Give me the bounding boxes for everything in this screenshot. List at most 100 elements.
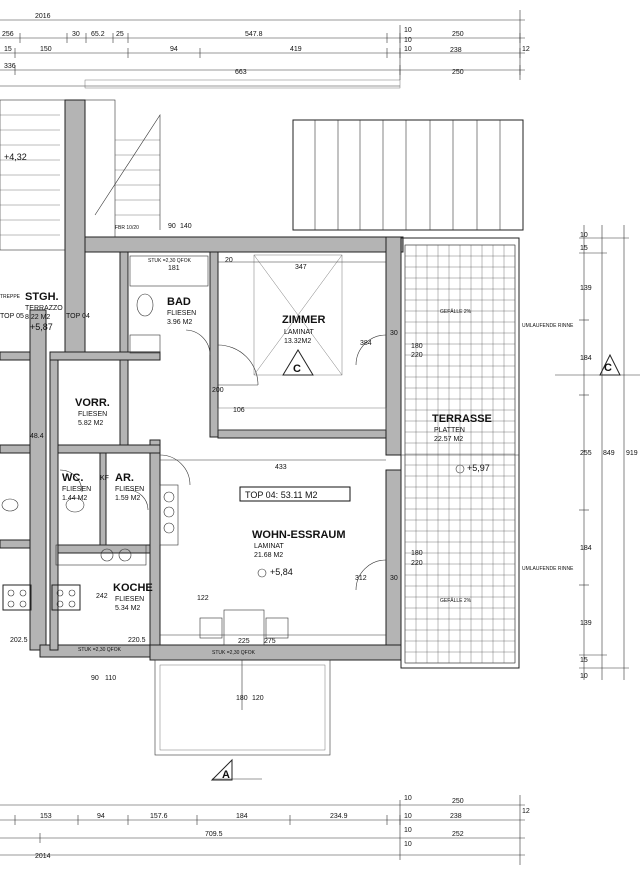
dim-i-225: 225 bbox=[238, 638, 250, 645]
dim-b-10c: 10 bbox=[404, 827, 412, 834]
dim-65-2: 65.2 bbox=[91, 31, 105, 38]
dim-r-184b: 184 bbox=[580, 545, 592, 552]
room-vorr-name: VORR. bbox=[75, 397, 110, 409]
stuk-kitchen: STUK =2,30 QFOK bbox=[78, 647, 122, 653]
dim-12: 12 bbox=[522, 46, 530, 53]
dim-i-90b: 90 bbox=[168, 223, 176, 230]
bath-fixtures bbox=[1, 255, 209, 513]
dim-b-2014: 2014 bbox=[35, 853, 51, 860]
treppe-label: TREPPE bbox=[0, 294, 21, 300]
dim-b-234: 234.9 bbox=[330, 813, 348, 820]
room-wc-name: WC. bbox=[62, 472, 83, 484]
dim-b-12: 12 bbox=[522, 808, 530, 815]
dim-94: 94 bbox=[170, 46, 178, 53]
dim-i-30: 30 bbox=[390, 330, 398, 337]
section-c-marker: C bbox=[282, 349, 314, 376]
level-terrasse: +5,97 bbox=[467, 463, 490, 473]
dim-i-202: 202.5 bbox=[10, 637, 28, 644]
dim-663: 663 bbox=[235, 69, 247, 76]
room-terrasse-area: 22.57 M2 bbox=[434, 436, 463, 443]
dim-336: 336 bbox=[4, 63, 16, 70]
room-bad: BAD FLIESEN 3.96 M2 bbox=[167, 296, 196, 326]
door-swings bbox=[59, 329, 387, 591]
gefaelle-2: GEFÄLLE 2% bbox=[440, 597, 472, 604]
dim-i-384: 384 bbox=[360, 340, 372, 347]
room-terrasse-floor: PLATTEN bbox=[434, 427, 465, 434]
dim-419: 419 bbox=[290, 46, 302, 53]
room-koche-name: KOCHE bbox=[113, 582, 153, 594]
dim-256: 256 bbox=[2, 31, 14, 38]
dim-i-30b: 30 bbox=[390, 575, 398, 582]
room-wc: WC. FLIESEN 1.44 M2 bbox=[62, 472, 91, 502]
dim-b-250: 250 bbox=[452, 798, 464, 805]
room-stgh-name: STGH. bbox=[25, 291, 59, 303]
dim-r-255: 255 bbox=[580, 450, 592, 457]
stair-core: +4,32 FBR 10/20 bbox=[0, 99, 161, 651]
umlaufende-1: UMLAUFENDE RINNE bbox=[522, 323, 574, 329]
room-vorr-area: 5.82 M2 bbox=[78, 420, 103, 427]
room-vorr-floor: FLIESEN bbox=[78, 411, 107, 418]
dim-i-200: 200 bbox=[212, 387, 224, 394]
dim-i-106: 106 bbox=[233, 407, 245, 414]
dim-r-139b: 139 bbox=[580, 620, 592, 627]
dim-i-120: 120 bbox=[252, 695, 264, 702]
dim-250b: 250 bbox=[452, 69, 464, 76]
annotations: STUK =2,30 QFOK STUK =2,30 QFOK STUK =2,… bbox=[78, 258, 574, 656]
dim-i-242: 242 bbox=[96, 593, 108, 600]
dim-i-180b: 180 bbox=[411, 550, 423, 557]
dim-b-10a: 10 bbox=[404, 795, 412, 802]
dim-b-10b: 10 bbox=[404, 813, 412, 820]
dim-i-312: 312 bbox=[355, 575, 367, 582]
dim-r-849: 849 bbox=[603, 450, 615, 457]
dim-i-180a: 180 bbox=[411, 343, 423, 350]
dim-i-110: 110 bbox=[105, 675, 116, 682]
dim-r-184a: 184 bbox=[580, 355, 592, 362]
section-a-marker: A bbox=[210, 758, 262, 781]
dim-10b: 10 bbox=[404, 37, 412, 44]
fbr-label: FBR 10/20 bbox=[115, 225, 139, 231]
dim-b-94: 94 bbox=[97, 813, 105, 820]
dim-r-139a: 139 bbox=[580, 285, 592, 292]
room-zimmer-floor: LAMINAT bbox=[284, 329, 315, 336]
room-zimmer: ZIMMER LAMINAT 13.32M2 bbox=[282, 314, 325, 345]
stuk-bottom: STUK =2,30 QFOK bbox=[212, 650, 256, 656]
dim-i-48: 48.4 bbox=[30, 433, 44, 440]
room-terrasse: TERRASSE PLATTEN 22.57 M2 +5,97 bbox=[432, 413, 492, 474]
dim-r-919: 919 bbox=[626, 450, 638, 457]
top04-small-label: TOP 04 bbox=[66, 313, 90, 320]
dim-238: 238 bbox=[450, 47, 462, 54]
dim-b-709: 709.5 bbox=[205, 831, 223, 838]
dim-b-252: 252 bbox=[452, 831, 464, 838]
room-zimmer-area: 13.32M2 bbox=[284, 338, 311, 345]
room-wohn-area: 21.68 M2 bbox=[254, 552, 283, 559]
room-stgh: STGH. TERRAZZO 8.22 M2 +5,87 TREPPE TOP … bbox=[0, 291, 90, 332]
room-bad-area: 3.96 M2 bbox=[167, 319, 192, 326]
dim-top-2016: 2016 bbox=[35, 13, 51, 20]
dim-b-238: 238 bbox=[450, 813, 462, 820]
top-dimensions: 2016 256 30 65.2 25 547.8 10 250 10 15 1… bbox=[0, 10, 530, 89]
dim-547-8: 547.8 bbox=[245, 31, 263, 38]
room-ar-name: AR. bbox=[115, 472, 134, 484]
room-stgh-floor: TERRAZZO bbox=[25, 305, 63, 312]
interior-dimensions: 347 384 433 312 242 122 90 110 180 220 1… bbox=[10, 223, 423, 702]
dim-r-10a: 10 bbox=[580, 232, 588, 239]
room-terrasse-name: TERRASSE bbox=[432, 413, 492, 425]
dim-i-181: 181 bbox=[168, 265, 180, 272]
room-ar-area: 1.59 M2 bbox=[115, 495, 140, 502]
pergola bbox=[292, 119, 524, 231]
unit-label: TOP 04: 53.11 M2 bbox=[239, 486, 351, 502]
dim-i-180c: 180 bbox=[236, 695, 248, 702]
dim-i-20: 20 bbox=[225, 257, 233, 264]
dim-r-15b: 15 bbox=[580, 657, 588, 664]
dim-i-220a: 220 bbox=[411, 352, 423, 359]
dim-i-140: 140 bbox=[180, 223, 192, 230]
dim-i-220: 220.5 bbox=[128, 637, 146, 644]
dining-table bbox=[199, 609, 289, 646]
dim-150: 150 bbox=[40, 46, 52, 53]
terrace bbox=[400, 237, 520, 669]
room-koche-floor: FLIESEN bbox=[115, 596, 144, 603]
dim-r-15a: 15 bbox=[580, 245, 588, 252]
dim-i-275: 275 bbox=[264, 638, 276, 645]
dim-10a: 10 bbox=[404, 27, 412, 34]
